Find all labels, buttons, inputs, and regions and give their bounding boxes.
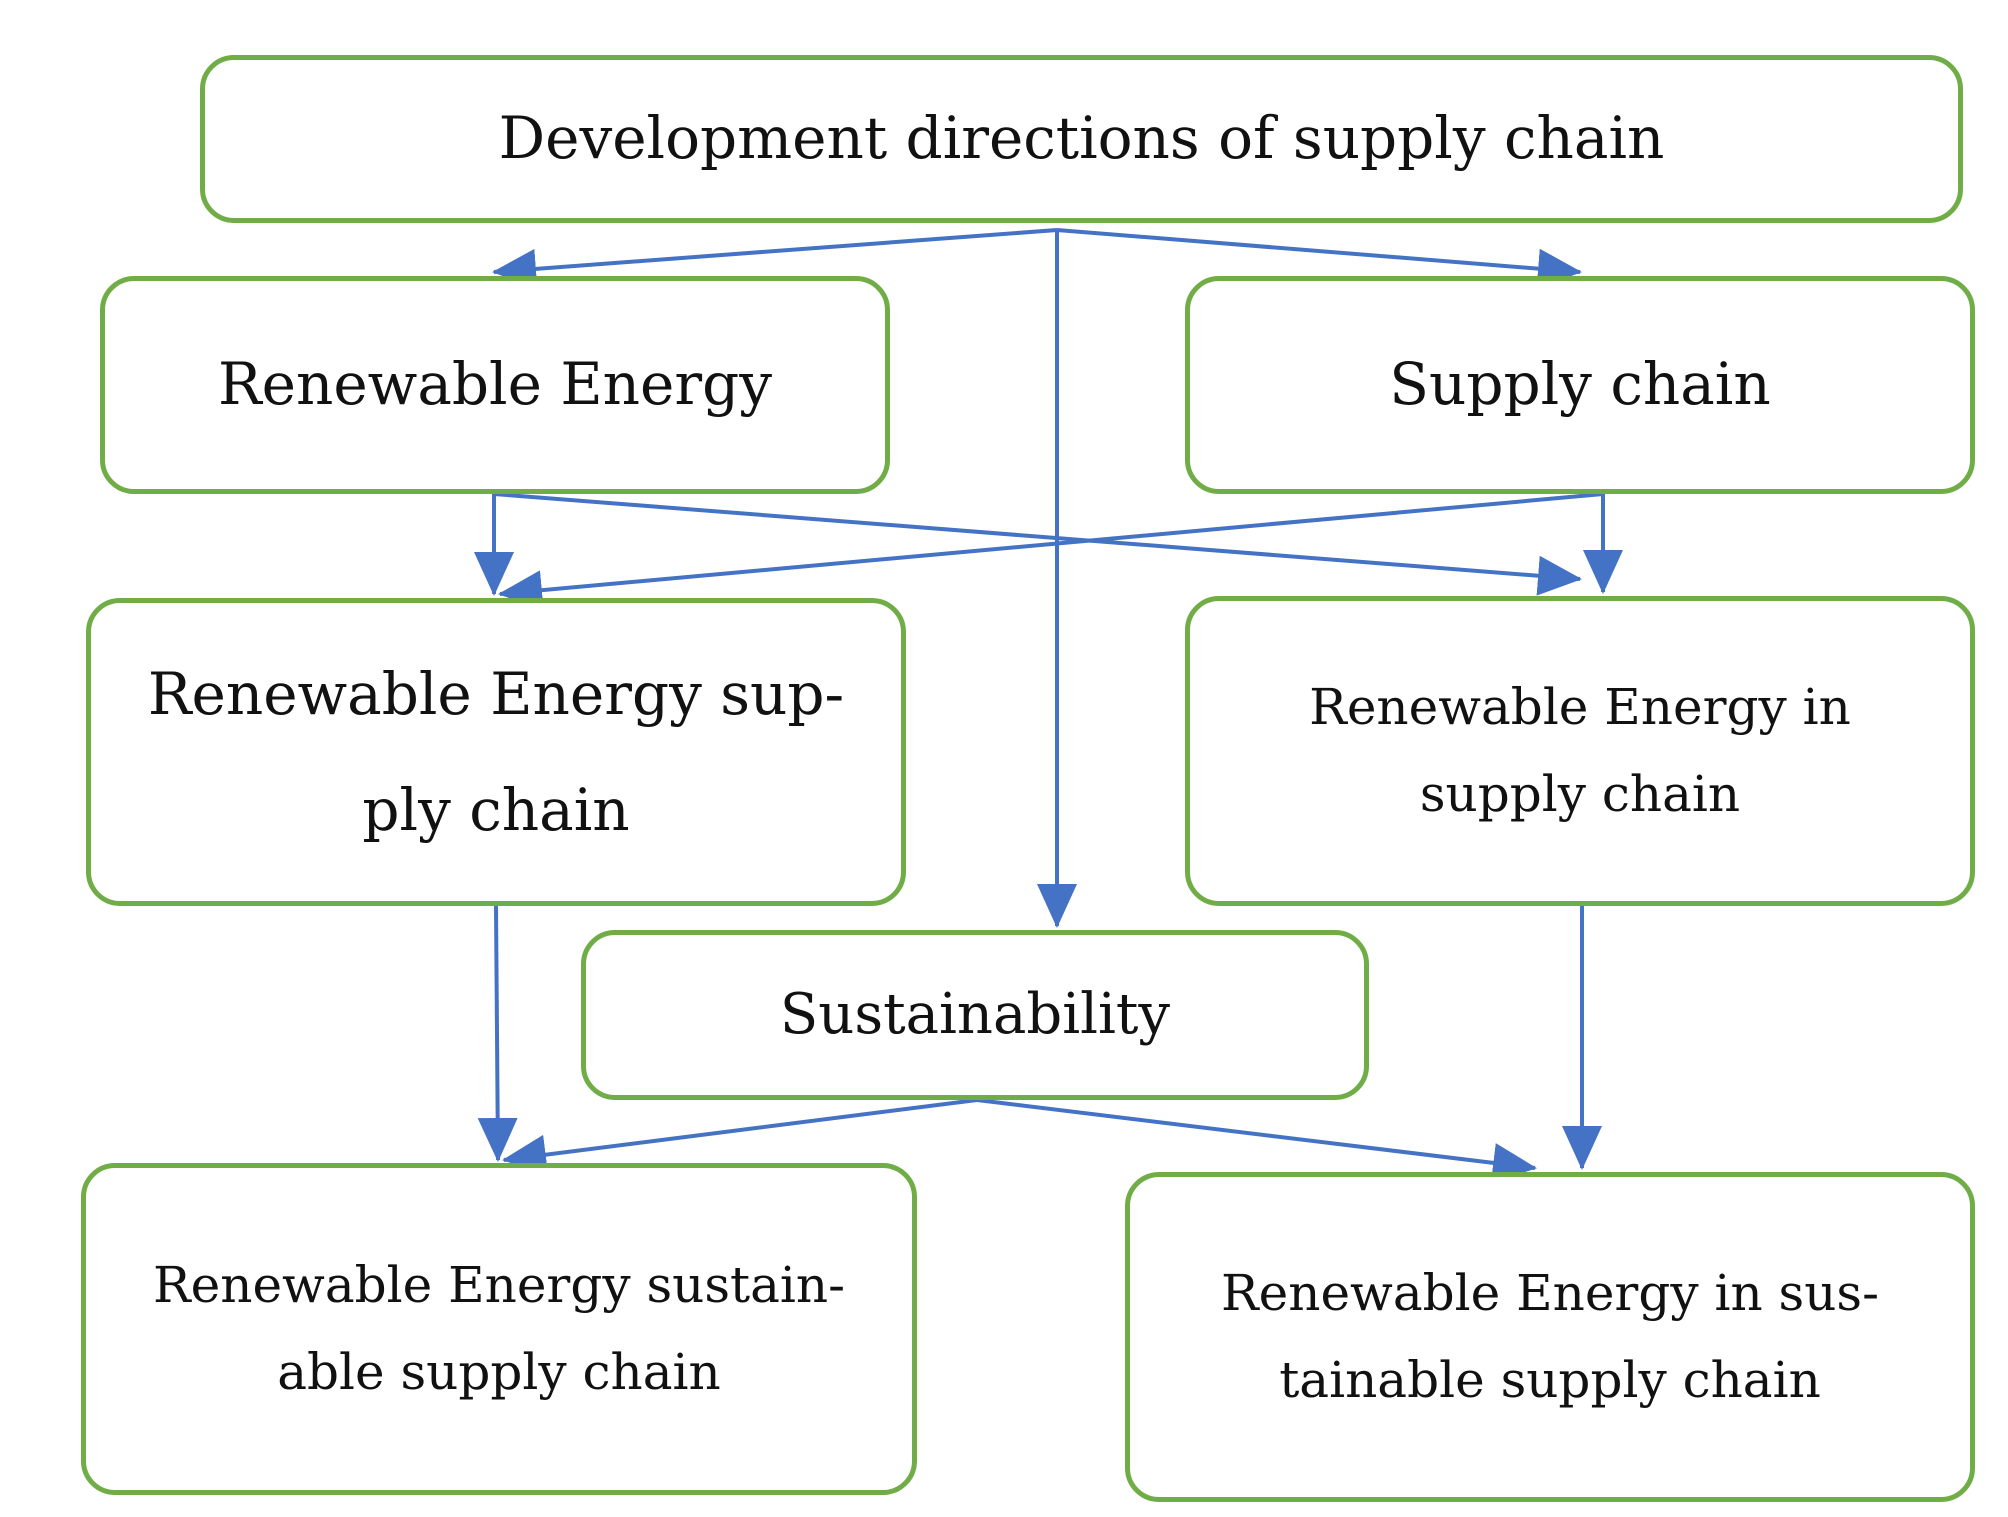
label-sustainability: Sustainability xyxy=(779,981,1171,1047)
arrow-re-supply-chain-to-re-sustainable-supply-chain xyxy=(477,905,518,1162)
arrow-top-to-supply-chain xyxy=(1056,228,1582,289)
label-renewable-energy-in-sustainable-supply-chain: Renewable Energy in sus- tainable supply… xyxy=(1221,1263,1879,1410)
label-renewable-energy: Renewable Energy xyxy=(218,350,772,419)
box-renewable-energy-in-supply-chain: Renewable Energy in supply chain xyxy=(1185,596,1975,906)
arrow-top-to-renewable-energy xyxy=(492,228,1058,289)
label-renewable-energy-supply-chain: Renewable Energy sup- ply chain xyxy=(147,660,845,844)
arrow-supply-chain-to-re-supply-chain xyxy=(498,492,1604,611)
label-renewable-energy-in-supply-chain: Renewable Energy in supply chain xyxy=(1309,677,1851,824)
box-supply-chain: Supply chain xyxy=(1185,276,1975,494)
label-renewable-energy-sustainable-supply-chain: Renewable Energy sustain- able supply ch… xyxy=(153,1255,845,1402)
box-sustainability: Sustainability xyxy=(581,930,1369,1100)
arrow-renewable-energy-to-re-in-supply-chain xyxy=(493,492,1582,596)
box-renewable-energy: Renewable Energy xyxy=(100,276,890,494)
arrow-sustainability-to-re-in-sustainable-supply-chain xyxy=(976,1098,1537,1183)
label-supply-chain: Supply chain xyxy=(1389,350,1771,419)
box-development-directions: Development directions of supply chain xyxy=(200,55,1963,223)
box-renewable-energy-sustainable-supply-chain: Renewable Energy sustain- able supply ch… xyxy=(81,1163,917,1495)
box-renewable-energy-supply-chain: Renewable Energy sup- ply chain xyxy=(86,598,906,906)
box-renewable-energy-in-sustainable-supply-chain: Renewable Energy in sus- tainable supply… xyxy=(1125,1172,1975,1502)
arrow-sustainability-to-re-sustainable-supply-chain xyxy=(502,1098,978,1175)
label-development-directions: Development directions of supply chain xyxy=(498,104,1665,173)
